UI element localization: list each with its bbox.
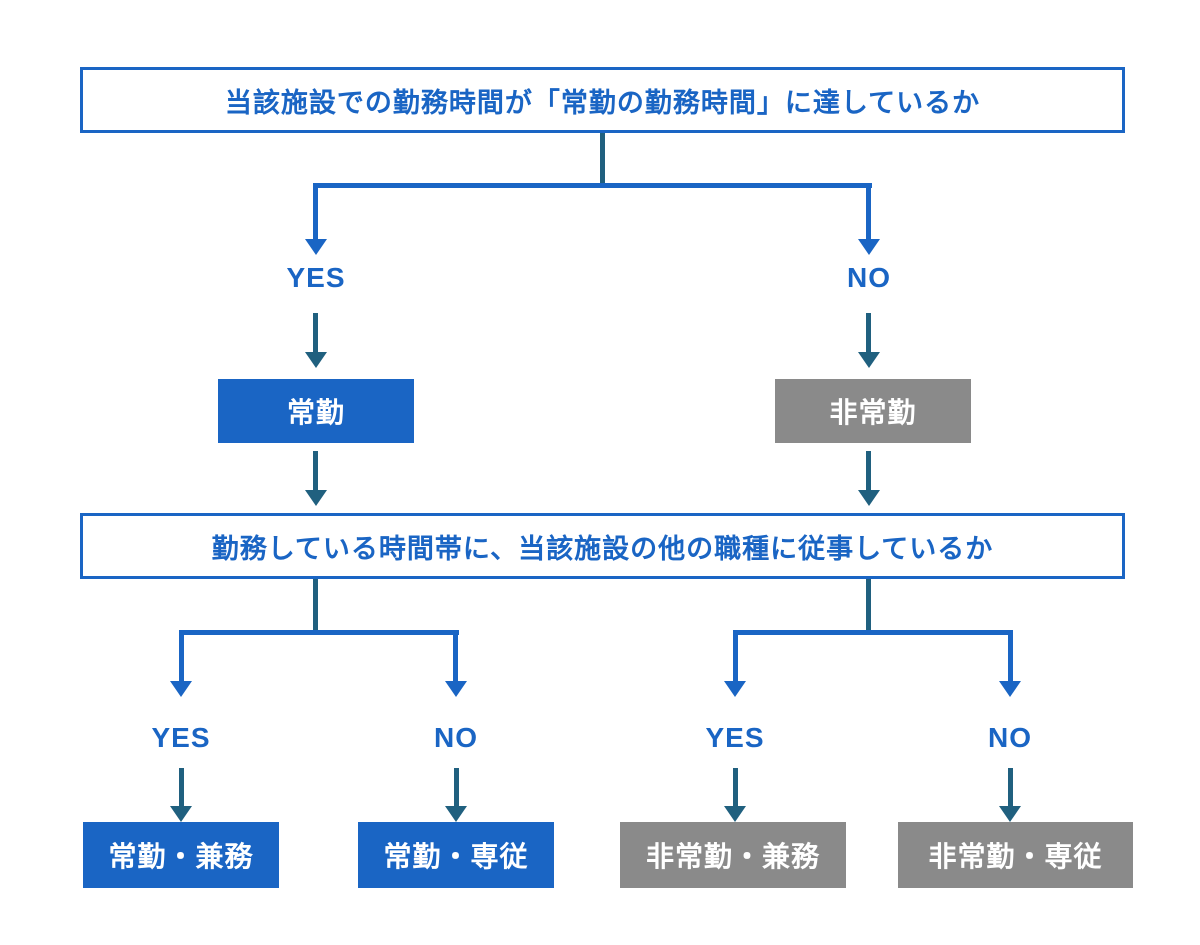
result-box-fulltime-concurrent: 常勤・兼務 [83,822,279,888]
connector-line [866,451,871,491]
arrow-down-icon [170,681,192,697]
connector-branch-bar-2-left [179,630,459,635]
connector-line [179,768,184,806]
connector-line [1008,630,1013,683]
level2-right-no-label: NO [988,722,1032,753]
arrow-down-icon [999,806,1021,822]
arrow-down-icon [305,490,327,506]
level2-right-yes-label: YES [705,722,765,753]
connector-line [313,451,318,491]
level2-left-no-label: NO [434,722,478,753]
connector-stem-2-right [866,579,871,632]
result-box-parttime-concurrent: 非常勤・兼務 [620,822,846,888]
connector-line [453,630,458,683]
result-box-fulltime-dedicated: 常勤・専従 [358,822,554,888]
connector-branch-left-1 [313,183,318,240]
arrow-down-icon [170,806,192,822]
arrow-down-icon [305,352,327,368]
connector-line [1008,768,1013,806]
connector-branch-right-1 [866,183,871,240]
result-box-parttime-dedicated: 非常勤・専従 [898,822,1133,888]
result-box-parttime: 非常勤 [775,379,971,443]
arrow-down-icon [858,239,880,255]
level1-no-label: NO [847,262,891,293]
arrow-down-icon [858,490,880,506]
level1-yes-label: YES [286,262,346,293]
question-box-2: 勤務している時間帯に、当該施設の他の職種に従事しているか [80,513,1125,579]
arrow-down-icon [724,806,746,822]
level2-left-yes-label: YES [151,722,211,753]
connector-line [733,630,738,683]
connector-line [313,313,318,354]
connector-line [454,768,459,806]
arrow-down-icon [445,806,467,822]
result-box-fulltime: 常勤 [218,379,414,443]
connector-line [179,630,184,683]
arrow-down-icon [999,681,1021,697]
connector-stem-1 [600,133,605,185]
arrow-down-icon [305,239,327,255]
connector-stem-2-left [313,579,318,632]
arrow-down-icon [858,352,880,368]
connector-branch-bar-2-right [733,630,1013,635]
arrow-down-icon [724,681,746,697]
arrow-down-icon [445,681,467,697]
connector-branch-bar-1 [314,183,872,188]
connector-line [866,313,871,354]
question-box-1: 当該施設での勤務時間が「常勤の勤務時間」に達しているか [80,67,1125,133]
connector-line [733,768,738,806]
